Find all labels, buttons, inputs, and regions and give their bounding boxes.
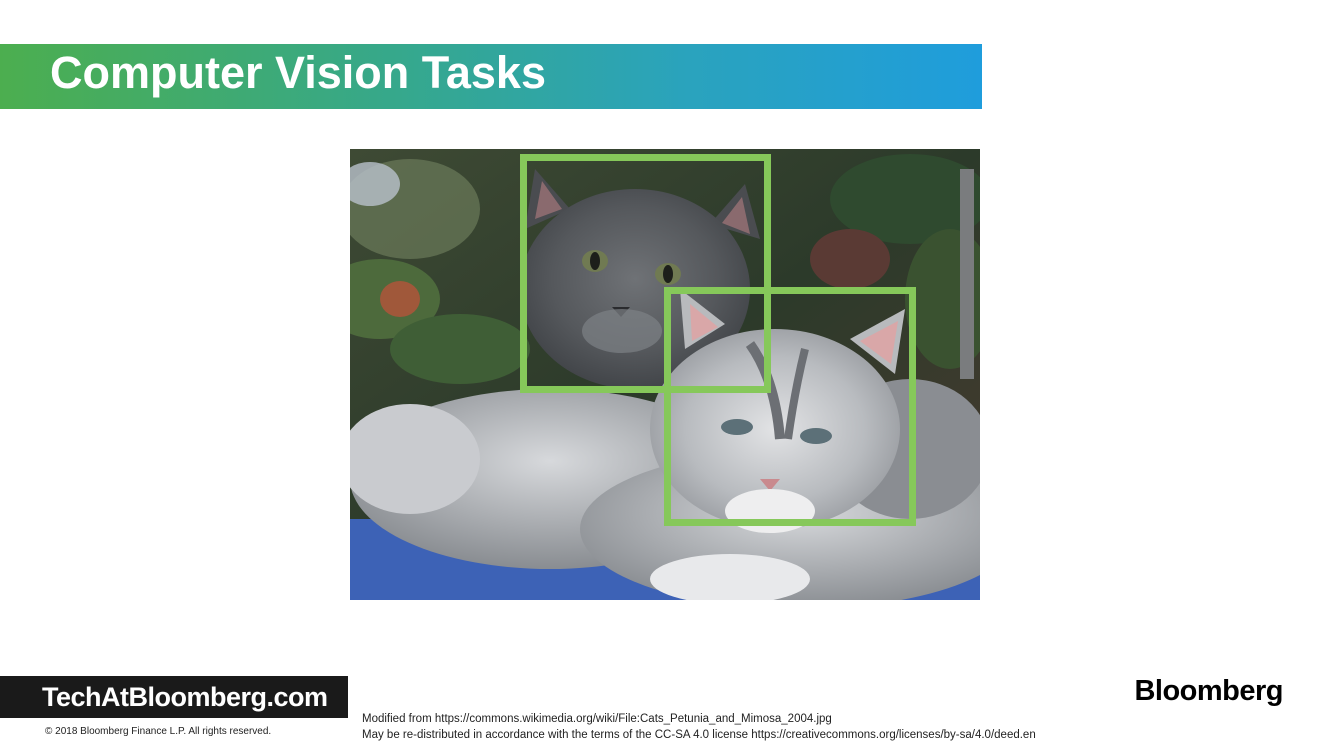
bounding-box-1 [520, 154, 771, 393]
slide-title: Computer Vision Tasks [50, 47, 546, 98]
attribution-line-1: Modified from https://commons.wikimedia.… [362, 713, 832, 725]
bounding-box-2 [664, 287, 916, 526]
kittens-photo [350, 149, 980, 600]
attribution-line-2: May be re-distributed in accordance with… [362, 729, 1036, 741]
site-logo-text[interactable]: TechAtBloomberg.com [42, 682, 328, 712]
title-banner [0, 44, 982, 109]
bloomberg-logo: Bloomberg [1134, 675, 1283, 707]
image-attribution: Modified from https://commons.wikimedia.… [362, 711, 1036, 743]
footer-logo-box [0, 676, 348, 718]
copyright-text: © 2018 Bloomberg Finance L.P. All rights… [45, 726, 272, 737]
